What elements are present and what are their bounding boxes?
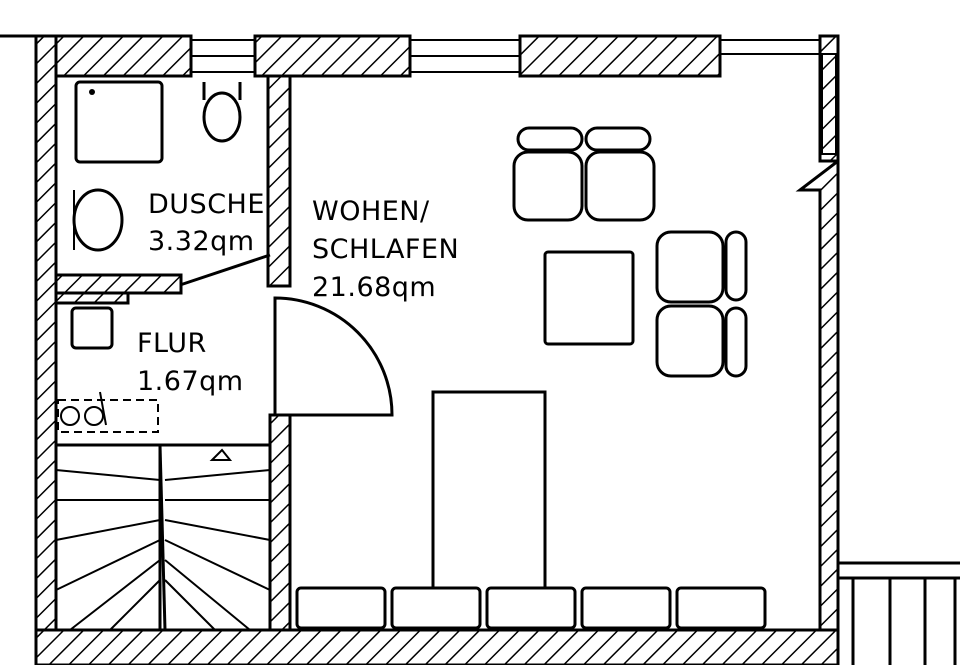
door-swing <box>273 296 394 417</box>
coffee-table <box>543 250 635 346</box>
washbasin <box>72 188 124 252</box>
room-label-flur-name: FLUR <box>137 328 207 359</box>
wall-left <box>34 34 58 665</box>
wall-right-slope <box>795 157 840 642</box>
shower-tray <box>74 80 164 164</box>
wall-interior-bath-living <box>266 74 292 288</box>
low-cabinet-1 <box>295 586 387 630</box>
armchair-2 <box>584 150 656 222</box>
room-label-dusche-name: DUSCHE <box>148 189 265 220</box>
windows <box>190 39 837 155</box>
wall-top-2 <box>253 34 412 78</box>
window-right <box>821 53 837 155</box>
low-cabinet-4 <box>580 586 672 630</box>
flur-fixtures <box>57 306 159 433</box>
room-label-dusche-area: 3.32qm <box>148 226 255 257</box>
cabinet <box>70 306 114 350</box>
wall-interior-bath-bottom <box>54 273 183 295</box>
wall-interior-flur-left <box>54 291 130 305</box>
wall-right-upper <box>818 34 840 163</box>
heater <box>57 399 159 433</box>
armchair-4 <box>655 304 725 378</box>
bathroom-fixtures <box>72 80 242 252</box>
low-cabinet-3 <box>485 586 577 630</box>
armchair-1 <box>512 150 584 222</box>
low-cabinet-5 <box>675 586 767 630</box>
wall-top-1 <box>34 34 193 78</box>
window-top-right <box>719 39 821 55</box>
wall-interior-flur-lower <box>268 413 292 632</box>
wall-bottom <box>34 628 840 665</box>
balcony-railing <box>838 561 960 665</box>
staircase <box>54 443 272 632</box>
living-furniture <box>295 126 767 632</box>
room-label-wohen-name-2: SCHLAFEN <box>312 234 459 265</box>
room-label-flur-area: 1.67qm <box>137 366 244 397</box>
low-cabinet-2 <box>390 586 482 630</box>
walls <box>34 34 840 665</box>
room-label-wohen-area: 21.68qm <box>312 272 436 303</box>
armchair-3 <box>655 230 725 304</box>
wall-top-3 <box>518 34 722 78</box>
room-label-wohen-name-1: WOHEN/ <box>312 196 430 227</box>
toilet <box>202 91 242 143</box>
